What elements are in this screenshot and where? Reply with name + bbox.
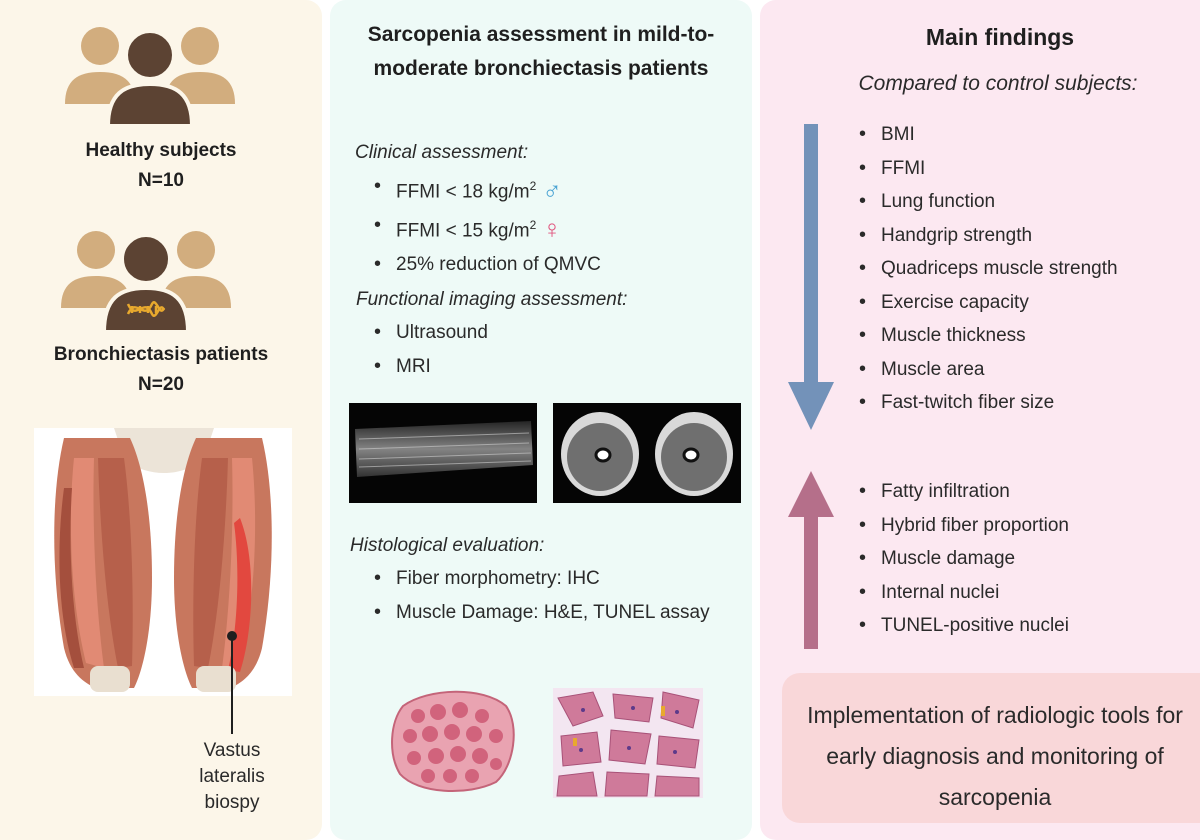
patients-group-icon bbox=[61, 231, 231, 332]
decreased-finding-item: Lung function bbox=[855, 185, 1118, 219]
histology-item-morphometry: Fiber morphometry: IHC bbox=[370, 562, 720, 596]
patients-count: N=20 bbox=[138, 374, 184, 395]
decreased-finding-item: FFMI bbox=[855, 152, 1118, 186]
healthy-subjects-label: Healthy subjects bbox=[85, 140, 237, 161]
increased-findings-list: Fatty infiltrationHybrid fiber proportio… bbox=[855, 475, 1069, 643]
healthy-subjects-count: N=10 bbox=[138, 170, 184, 191]
left-panel bbox=[0, 0, 322, 840]
female-icon: ♀ bbox=[542, 214, 562, 245]
histology-heading: Histological evaluation: bbox=[350, 535, 545, 556]
mri-image bbox=[553, 403, 741, 503]
increased-finding-item: Muscle damage bbox=[855, 542, 1069, 576]
histology-item-damage: Muscle Damage: H&E, TUNEL assay bbox=[370, 596, 720, 630]
clinical-list: FFMI < 18 kg/m2♂ FFMI < 15 kg/m2♀ 25% re… bbox=[370, 170, 601, 281]
decreased-finding-item: BMI bbox=[855, 118, 1118, 152]
ultrasound-image bbox=[349, 403, 537, 503]
main-findings-title: Main findings bbox=[925, 24, 1075, 50]
decreased-finding-item: Quadriceps muscle strength bbox=[855, 252, 1118, 286]
clinical-heading: Clinical assessment: bbox=[355, 142, 529, 163]
decreased-findings-list: BMIFFMILung functionHandgrip strengthQua… bbox=[855, 118, 1118, 420]
decreased-finding-item: Muscle area bbox=[855, 353, 1118, 387]
histology-list: Fiber morphometry: IHC Muscle Damage: H&… bbox=[370, 562, 720, 629]
findings-subtitle: Compared to control subjects: bbox=[858, 72, 1138, 95]
assessment-title: Sarcopenia assessment in mild-to-moderat… bbox=[367, 23, 715, 80]
clinical-item-qmvc: 25% reduction of QMVC bbox=[370, 248, 601, 282]
muscle-fiber-cross-section-image bbox=[391, 690, 515, 792]
increase-arrow-icon bbox=[788, 471, 834, 649]
imaging-list: Ultrasound MRI bbox=[370, 316, 488, 383]
implication-box bbox=[782, 673, 1200, 823]
biopsy-label: Vastus lateralis biospy bbox=[199, 740, 265, 813]
imaging-item-ultrasound: Ultrasound bbox=[370, 316, 488, 350]
decreased-finding-item: Muscle thickness bbox=[855, 319, 1118, 353]
clinical-item-female: FFMI < 15 kg/m2♀ bbox=[370, 209, 601, 248]
male-icon: ♂ bbox=[542, 175, 562, 206]
increased-finding-item: Fatty infiltration bbox=[855, 475, 1069, 509]
decrease-arrow-icon bbox=[788, 124, 834, 430]
implication-text: Implementation of radiologic tools for e… bbox=[807, 702, 1183, 810]
thigh-muscles-image bbox=[34, 428, 292, 696]
healthy-group-icon bbox=[65, 27, 235, 126]
imaging-heading: Functional imaging assessment: bbox=[356, 289, 628, 310]
increased-finding-item: Internal nuclei bbox=[855, 576, 1069, 610]
dna-icon bbox=[126, 301, 166, 317]
biopsy-pointer-line bbox=[231, 636, 233, 734]
increased-finding-item: Hybrid fiber proportion bbox=[855, 509, 1069, 543]
imaging-item-mri: MRI bbox=[370, 350, 488, 384]
decreased-finding-item: Exercise capacity bbox=[855, 286, 1118, 320]
he-stained-muscle-image bbox=[553, 688, 703, 798]
clinical-item-male: FFMI < 18 kg/m2♂ bbox=[370, 170, 601, 209]
increased-finding-item: TUNEL-positive nuclei bbox=[855, 609, 1069, 643]
decreased-finding-item: Handgrip strength bbox=[855, 219, 1118, 253]
decreased-finding-item: Fast-twitch fiber size bbox=[855, 386, 1118, 420]
patients-label: Bronchiectasis patients bbox=[53, 344, 269, 365]
